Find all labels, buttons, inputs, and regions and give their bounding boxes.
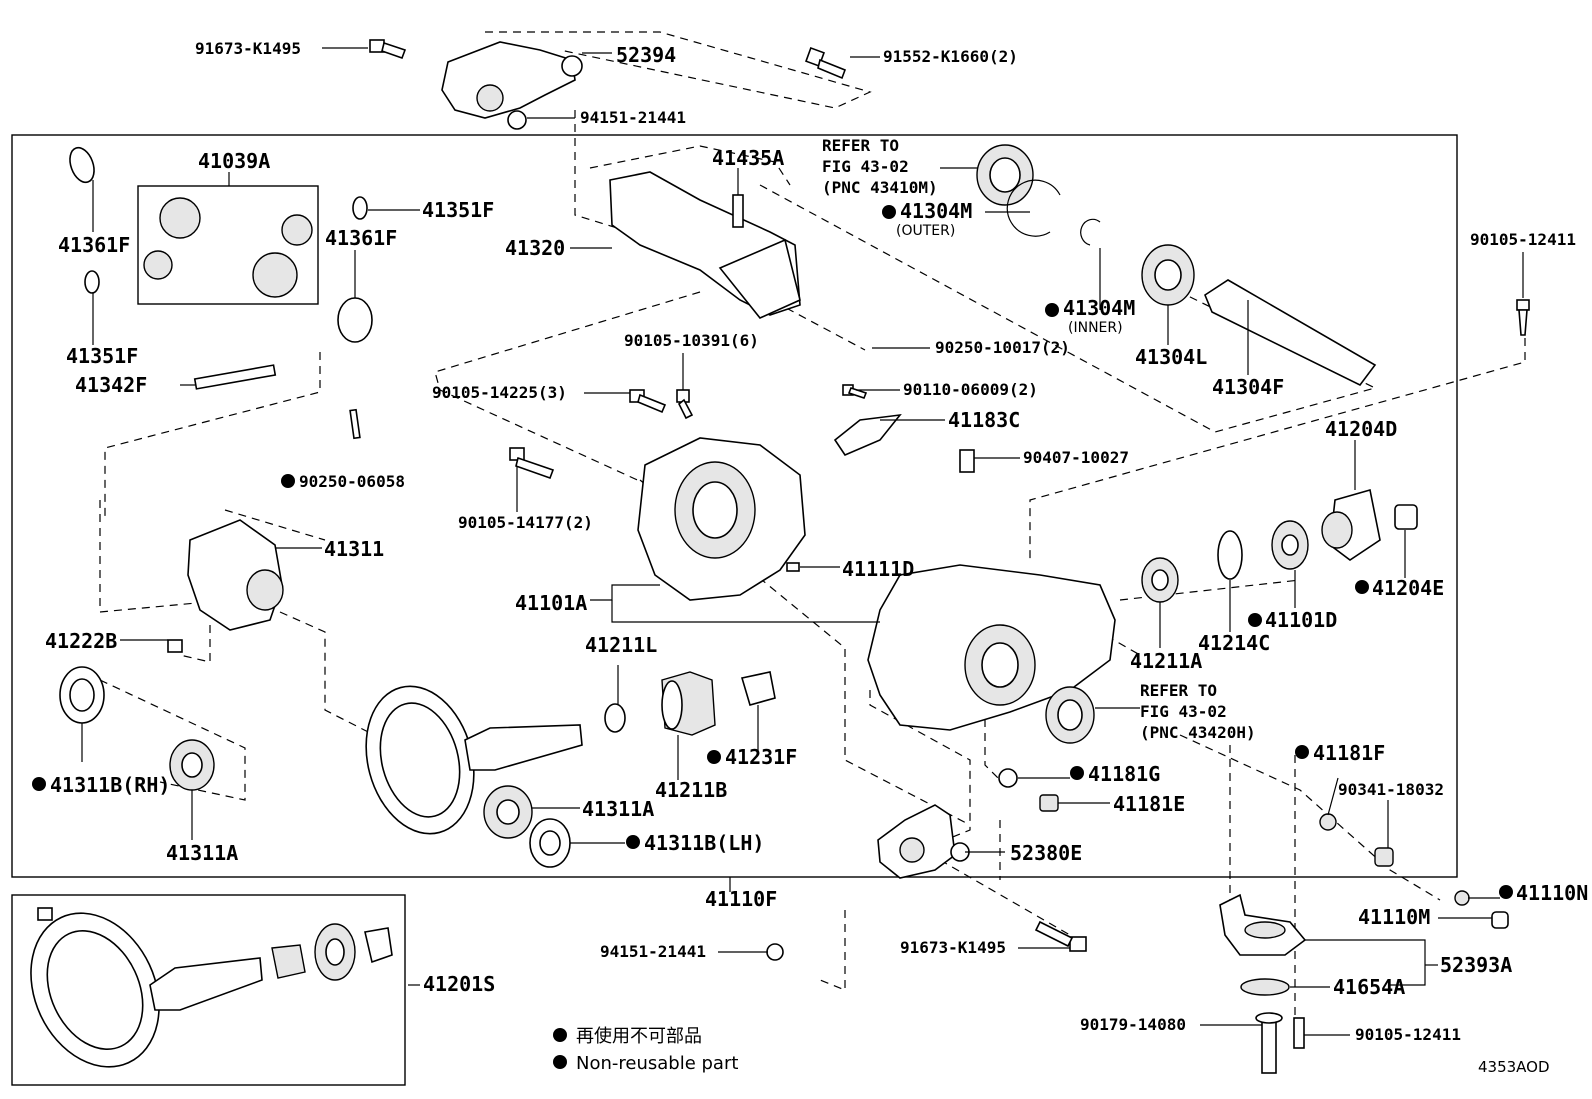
label-90110: 90110-06009(2) bbox=[903, 380, 1038, 399]
leader-lines bbox=[81, 47, 1524, 1036]
label-41231F: 41231F bbox=[725, 745, 797, 769]
label-41211L: 41211L bbox=[585, 633, 657, 657]
label-90250-10017: 90250-10017(2) bbox=[935, 338, 1070, 357]
label-41183C: 41183C bbox=[948, 408, 1020, 432]
label-41214C: 41214C bbox=[1198, 631, 1270, 655]
label-41311: 41311 bbox=[324, 537, 384, 561]
label-refer2-line2: FIG 43-02 bbox=[1140, 702, 1227, 721]
label-41304L: 41304L bbox=[1135, 345, 1207, 369]
label-41361F-left: 41361F bbox=[58, 233, 130, 257]
cushion-41654A bbox=[1240, 978, 1290, 996]
label-41211A: 41211A bbox=[1130, 649, 1202, 673]
label-41101D: 41101D bbox=[1265, 608, 1337, 632]
label-41204E: 41204E bbox=[1372, 576, 1444, 600]
washer-41361F-left bbox=[69, 146, 95, 184]
label-52394: 52394 bbox=[616, 43, 676, 67]
legend-dot-jp bbox=[553, 1028, 567, 1042]
label-41222B: 41222B bbox=[45, 629, 117, 653]
label-41320: 41320 bbox=[505, 236, 565, 260]
label-41361F-right: 41361F bbox=[325, 226, 397, 250]
diff-case-kit-frame bbox=[137, 185, 319, 305]
main-frame bbox=[11, 134, 1458, 878]
gasket-41181G bbox=[998, 768, 1018, 788]
collar-90179 bbox=[1261, 1017, 1277, 1074]
kit-frame bbox=[11, 894, 406, 1086]
label-41181G: 41181G bbox=[1088, 762, 1160, 786]
label-91673-top: 91673-K1495 bbox=[195, 39, 301, 58]
diagram-code: 4353AOD bbox=[1478, 1058, 1550, 1076]
label-inner: (INNER) bbox=[1068, 320, 1123, 336]
label-41211B: 41211B bbox=[655, 778, 727, 802]
label-41204D: 41204D bbox=[1325, 417, 1397, 441]
part-labels: 91673-K1495 52394 91552-K1660(2) 94151-2… bbox=[45, 39, 1588, 1044]
shaft-41304F bbox=[1204, 279, 1377, 387]
label-41304M-inner: 41304M bbox=[1063, 296, 1135, 320]
label-90179: 90179-14080 bbox=[1080, 1015, 1186, 1034]
clip-41183C bbox=[833, 413, 902, 456]
label-41039A: 41039A bbox=[198, 149, 270, 173]
label-41110M: 41110M bbox=[1358, 905, 1430, 929]
label-41311A-left: 41311A bbox=[166, 841, 238, 865]
washer-41351F-right bbox=[352, 196, 368, 220]
label-refer1-line3: (PNC 43410M) bbox=[822, 178, 938, 197]
label-52393A: 52393A bbox=[1440, 953, 1512, 977]
label-91673-bottom: 91673-K1495 bbox=[900, 938, 1006, 957]
label-41181E: 41181E bbox=[1113, 792, 1185, 816]
label-94151-bottom: 94151-21441 bbox=[600, 942, 706, 961]
washer-41351F-left bbox=[84, 270, 100, 294]
plug-41181E bbox=[1039, 794, 1059, 812]
label-41311B-LH: 41311B(LH) bbox=[644, 831, 764, 855]
assembly-lines bbox=[99, 31, 1526, 1030]
label-90250-06058: 90250-06058 bbox=[299, 472, 405, 491]
label-90407: 90407-10027 bbox=[1023, 448, 1129, 467]
label-91552: 91552-K1660(2) bbox=[883, 47, 1018, 66]
label-41342F: 41342F bbox=[75, 373, 147, 397]
label-90105-14177: 90105-14177(2) bbox=[458, 513, 593, 532]
label-90105-12411-bottom: 90105-12411 bbox=[1355, 1025, 1461, 1044]
label-90105-10391: 90105-10391(6) bbox=[624, 331, 759, 350]
label-41110F: 41110F bbox=[705, 887, 777, 911]
nut-41204E bbox=[1394, 504, 1418, 530]
pinion-shaft-41342F bbox=[193, 364, 277, 390]
label-41181F: 41181F bbox=[1313, 741, 1385, 765]
label-refer1-line2: FIG 43-02 bbox=[822, 157, 909, 176]
label-41101A: 41101A bbox=[515, 591, 587, 615]
legend-text-en: Non-reusable part bbox=[576, 1053, 738, 1074]
plug-90341 bbox=[1374, 847, 1394, 867]
bracket-52394 bbox=[441, 41, 576, 119]
label-41435A: 41435A bbox=[712, 146, 784, 170]
label-41351F-left: 41351F bbox=[66, 344, 138, 368]
label-90105-14225: 90105-14225(3) bbox=[432, 383, 567, 402]
label-refer2-line1: REFER TO bbox=[1140, 681, 1217, 700]
label-41304M-outer: 41304M bbox=[900, 199, 972, 223]
legend-text-jp: 再使用不可部品 bbox=[576, 1026, 702, 1047]
non-reusable-markers bbox=[32, 205, 1513, 1069]
drive-pinion bbox=[464, 724, 583, 771]
parts bbox=[30, 39, 1530, 1074]
label-90341: 90341-18032 bbox=[1338, 780, 1444, 799]
label-refer2-line3: (PNC 43420H) bbox=[1140, 723, 1256, 742]
label-refer1-line1: REFER TO bbox=[822, 136, 899, 155]
label-41311B-RH: 41311B(RH) bbox=[50, 773, 170, 797]
label-41110N: 41110N bbox=[1516, 881, 1588, 905]
collapsible-spacer-41231F bbox=[740, 671, 776, 706]
legend-dot-en bbox=[553, 1055, 567, 1069]
label-90105-12411-top: 90105-12411 bbox=[1470, 230, 1576, 249]
label-41304F: 41304F bbox=[1212, 375, 1284, 399]
label-outer: (OUTER) bbox=[896, 223, 955, 239]
label-41654A: 41654A bbox=[1333, 975, 1405, 999]
legend: 再使用不可部品 Non-reusable part bbox=[576, 1026, 738, 1074]
washer-41211L bbox=[604, 703, 626, 733]
washer-41214C bbox=[1217, 530, 1243, 580]
snap-ring-inner bbox=[1080, 218, 1101, 246]
washer-41361F-right bbox=[337, 297, 373, 343]
label-41311A-right: 41311A bbox=[582, 797, 654, 821]
label-41111D: 41111D bbox=[842, 557, 914, 581]
label-94151-top: 94151-21441 bbox=[580, 108, 686, 127]
label-41351F-right: 41351F bbox=[422, 198, 494, 222]
label-52380E: 52380E bbox=[1010, 841, 1082, 865]
label-41201S: 41201S bbox=[423, 972, 495, 996]
snap-ring-outer bbox=[1006, 179, 1061, 237]
